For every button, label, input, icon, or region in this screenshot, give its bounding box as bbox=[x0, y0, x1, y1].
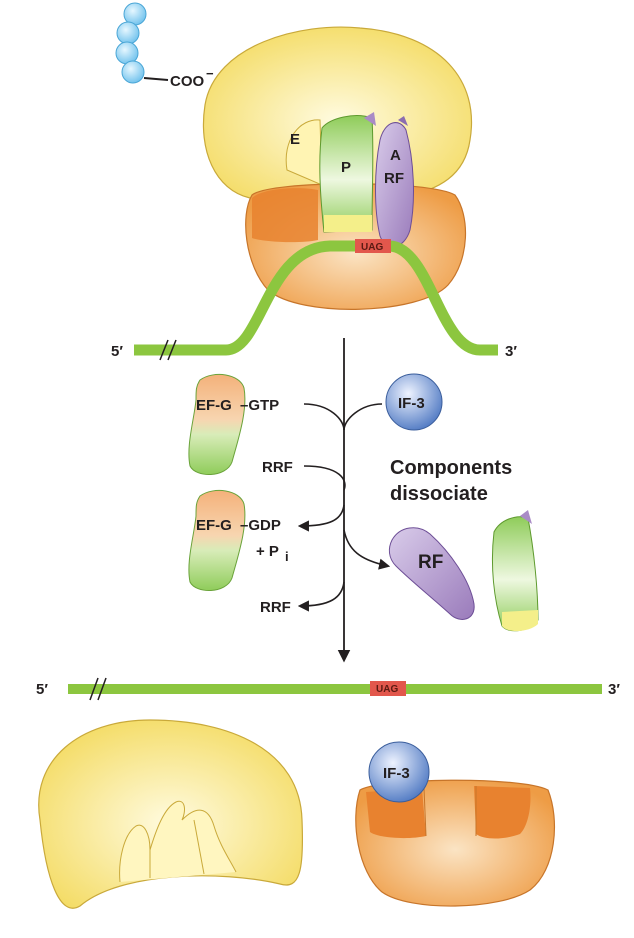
three-prime-top: 3′ bbox=[505, 343, 517, 360]
efg-protein-icon bbox=[188, 373, 246, 475]
mrna-top bbox=[134, 240, 498, 356]
efg-gdp-gdp-label: –GDP bbox=[240, 517, 281, 534]
carboxyl-label: COO bbox=[170, 73, 205, 90]
mrna-released: UAG 5′ 3′ bbox=[36, 677, 620, 701]
release-factor-bound bbox=[375, 122, 414, 247]
small-subunit-free: IF-3 bbox=[355, 741, 556, 907]
reaction-arrows bbox=[297, 338, 391, 663]
five-prime-top: 5′ bbox=[111, 343, 123, 360]
if3-bound-sphere bbox=[368, 741, 430, 803]
large-subunit-free bbox=[38, 719, 304, 909]
amino-acid-bead bbox=[121, 60, 145, 84]
ribosome-70s-terminating: E P A RF UAG 5′ 3′ bbox=[111, 26, 517, 361]
carboxyl-charge: − bbox=[206, 66, 214, 81]
polypeptide-chain: COO − bbox=[115, 2, 214, 90]
rf-bound-label: RF bbox=[384, 170, 404, 187]
five-prime-bottom: 5′ bbox=[36, 681, 48, 698]
a-site-label: A bbox=[390, 147, 401, 164]
efg-protein-icon bbox=[188, 489, 246, 591]
if3-sphere bbox=[385, 373, 443, 431]
efg-gtp: EF-G –GTP bbox=[188, 373, 279, 475]
stop-codon-bottom bbox=[370, 681, 406, 696]
if3-free: IF-3 bbox=[385, 373, 443, 431]
rf-free-label: RF bbox=[418, 552, 443, 573]
phosphate-subscript: i bbox=[285, 549, 289, 564]
p-site-trna bbox=[319, 115, 374, 233]
if3-bottom-label: IF-3 bbox=[383, 765, 410, 782]
if3-top-label: IF-3 bbox=[398, 395, 425, 412]
efg-gtp-gtp-label: –GTP bbox=[240, 397, 279, 414]
mrna-bottom bbox=[68, 684, 602, 694]
rrf-out-label: RRF bbox=[260, 599, 291, 616]
efg-gdp: EF-G –GDP + P i bbox=[188, 489, 289, 591]
stop-codon-top-label: UAG bbox=[361, 242, 383, 253]
stop-codon-top bbox=[355, 239, 391, 253]
e-site-label: E bbox=[290, 131, 300, 148]
rf-protein-icon bbox=[388, 527, 475, 620]
components-dissociate-line1: Components bbox=[390, 457, 512, 479]
trna-free bbox=[491, 510, 539, 632]
e-site bbox=[285, 119, 323, 186]
phosphate-label: + P bbox=[256, 543, 279, 560]
p-site-label: P bbox=[341, 159, 351, 176]
efg-gdp-efg-label: EF-G bbox=[196, 517, 232, 534]
amino-acid-bead bbox=[116, 21, 140, 45]
rrf-in-label: RRF bbox=[262, 459, 293, 476]
stop-codon-bottom-label: UAG bbox=[376, 684, 398, 695]
release-factor-free: RF bbox=[388, 527, 475, 620]
three-prime-bottom: 3′ bbox=[608, 681, 620, 698]
efg-gtp-efg-label: EF-G bbox=[196, 397, 232, 414]
components-dissociate-line2: dissociate bbox=[390, 483, 488, 505]
